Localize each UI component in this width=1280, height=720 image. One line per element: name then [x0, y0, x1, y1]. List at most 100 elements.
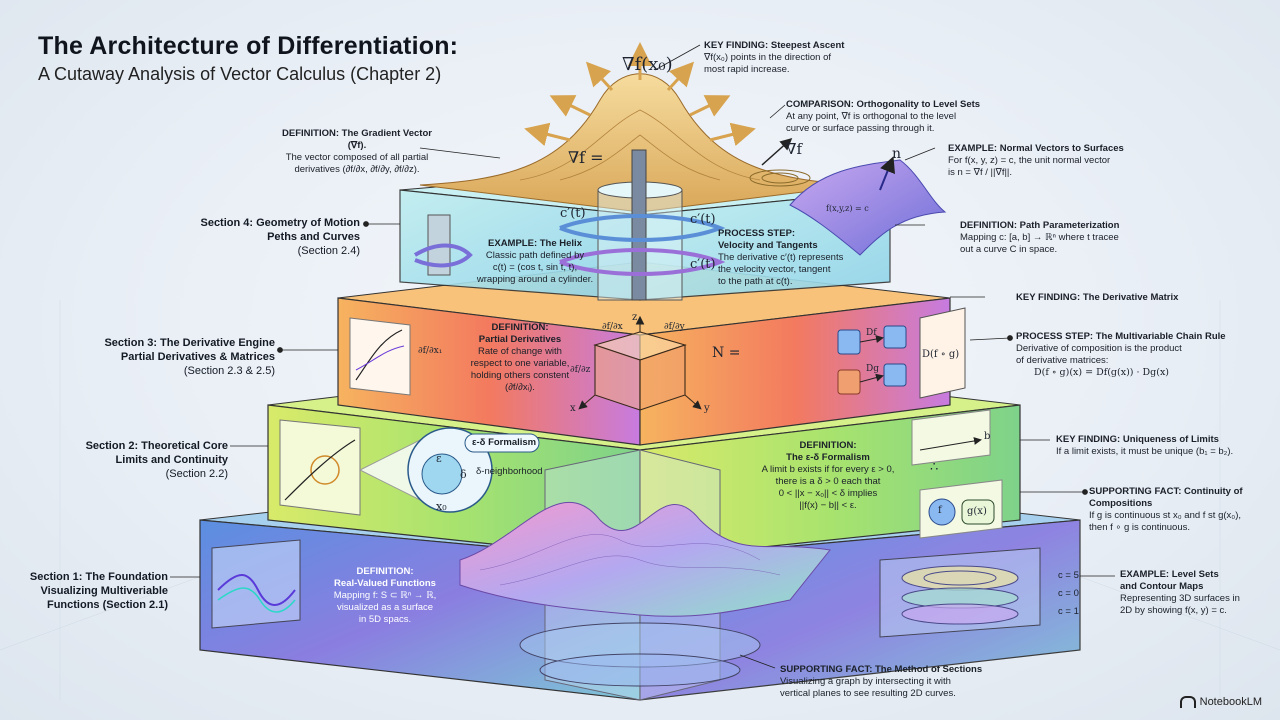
inner-heading-2: Partial Derivatives: [478, 334, 562, 345]
callout-orthogonality: COMPARISON: Orthogonality to Level Sets …: [786, 99, 1001, 135]
section-3-label: Section 3: The Derivative Engine Partial…: [70, 336, 275, 378]
callout-gradient-definition: DEFINITION: The Gradient Vector (∇f). Th…: [282, 128, 432, 176]
velocity-label-3: c′(t): [690, 257, 716, 272]
gradient-surface-top: [419, 42, 861, 213]
callout-line: then f ∘ g is continuous.: [1089, 522, 1191, 533]
callout-line: curve or surface passing through it.: [786, 123, 935, 134]
f-box-label: f: [938, 505, 942, 516]
section-2-subtitle: Limits and Continuity: [115, 454, 228, 466]
epsilon-delta-graphics: [279, 409, 1003, 539]
callout-line: out a curve C in space.: [960, 244, 1058, 255]
inner-epsdelta-note: DEFINITION: The ε-δ Formalism A limit b …: [748, 440, 908, 512]
partial-derivative-cube: [578, 315, 702, 411]
page-subtitle: A Cutaway Analysis of Vector Calculus (C…: [38, 64, 442, 84]
inner-line: to the path at c(t).: [718, 276, 793, 287]
inner-line: ||f(x) − b|| < ε.: [799, 500, 857, 511]
Df-label: Df: [866, 328, 877, 338]
epsilon-label: ε: [436, 452, 442, 465]
inner-line: A limit b exists if for every ε > 0,: [761, 464, 895, 475]
axis-z-label: z: [632, 312, 638, 323]
callout-line: For f(x, y, z) = c, the unit normal vect…: [948, 155, 1111, 166]
real-valued-function-graph: [211, 539, 301, 629]
callout-line: 2D by showing f(x, y) = c.: [1120, 605, 1227, 616]
section-2-ref: (Section 2.2): [165, 468, 228, 480]
callout-heading: PROCESS STEP: The Multivariable Chain Ru…: [1016, 331, 1226, 342]
velocity-label-1: c′(t): [560, 206, 586, 221]
contour-c5-label: c = 5: [1058, 570, 1079, 581]
callout-line: Representing 3D surfaces in: [1120, 593, 1240, 604]
section-3-subtitle: Partial Derivatives & Matrices: [120, 351, 275, 363]
gradient-top-label: ∇f(x₀): [622, 54, 673, 75]
callout-heading: DEFINITION: Path Parameterization: [960, 220, 1120, 231]
method-of-sections-surface: [459, 449, 831, 701]
gradient-f-label: ∇f: [786, 140, 803, 158]
axis-x-label: x: [570, 403, 576, 414]
inner-helix-note: EXAMPLE: The Helix Classic path defined …: [470, 238, 600, 286]
therefore-symbol: ∴: [930, 460, 939, 475]
delta-neighborhood-label: δ-neighborhood: [476, 466, 543, 477]
callout-line: derivatives (∂f/∂x, ∂f/∂y, ∂f/∂z).: [294, 164, 420, 175]
callout-line: vertical planes to see resulting 2D curv…: [780, 688, 956, 699]
partial-dfdy-label: ∂f/∂y: [664, 322, 685, 332]
callout-normal-vectors: EXAMPLE: Normal Vectors to Surfaces For …: [948, 143, 1158, 179]
Dg-label: Dg: [866, 364, 879, 374]
callout-derivative-matrix: KEY FINDING: The Derivative Matrix: [1016, 292, 1216, 304]
inner-line: in 5D spacs.: [358, 614, 412, 625]
inner-line: there is a δ > 0 each that: [775, 476, 881, 487]
callout-line: Visualizing a graph by intersecting it w…: [780, 676, 951, 687]
axis-y-label: y: [704, 403, 710, 414]
inner-heading: DEFINITION:: [799, 440, 857, 451]
section-3-title: Section 3: The Derivative Engine: [104, 337, 275, 349]
normal-n-label: n: [892, 146, 902, 162]
callout-line: Mapping c: [a, b] → ℝⁿ where t tracee: [960, 232, 1119, 243]
contour-c0-label: c = 0: [1058, 588, 1079, 599]
eps-delta-bubble: ε-δ Formalism: [472, 437, 537, 448]
callout-line: is n = ∇f / ||∇f||.: [948, 167, 1013, 178]
inner-line: wrapping around a cylinder.: [476, 274, 594, 285]
callout-line: ∇f(x₀) points in the direction of: [704, 52, 831, 63]
velocity-label-2: c′(t): [690, 212, 716, 227]
callout-chain-rule: PROCESS STEP: The Multivariable Chain Ru…: [1016, 331, 1236, 379]
inner-partials-note: DEFINITION: Partial Derivatives Rate of …: [460, 322, 580, 394]
normal-vector-surface: [789, 156, 947, 256]
contour-c1-label: c = 1: [1058, 606, 1079, 617]
callout-line: The vector composed of all partial: [285, 152, 429, 163]
inner-velocity-note: PROCESS STEP: Velocity and Tangents The …: [718, 228, 858, 288]
chain-rule-boxes: [837, 307, 966, 399]
inner-line: 0 < ||x − x₀|| < δ implies: [778, 488, 878, 499]
callout-heading: SUPPORTING FACT: Continuity of Compositi…: [1089, 486, 1243, 509]
callout-steepest-ascent: KEY FINDING: Steepest Ascent ∇f(x₀) poin…: [704, 40, 884, 76]
callout-continuity-of-compositions: SUPPORTING FACT: Continuity of Compositi…: [1089, 486, 1279, 534]
inner-heading: EXAMPLE: The Helix: [488, 238, 582, 249]
delta-label: δ: [460, 468, 467, 481]
inner-line: the velocity vector, tangent: [718, 264, 831, 275]
inner-line: visualized as a surface: [336, 602, 434, 613]
section-1-title: Section 1: The Foundation: [29, 571, 168, 583]
callout-path-parameterization: DEFINITION: Path Parameterization Mappin…: [960, 220, 1160, 256]
callout-heading-2: and Contour Maps: [1120, 581, 1204, 592]
inner-line: Classic path defined by: [485, 250, 585, 261]
page-title: The Architecture of Differentiation:: [38, 32, 459, 60]
brand-name: NotebookLM: [1199, 696, 1262, 708]
x0-label: x₀: [436, 500, 447, 513]
partial-derivative-graph: [349, 317, 411, 396]
callout-heading: COMPARISON: Orthogonality to Level Sets: [786, 99, 981, 110]
callout-level-sets: EXAMPLE: Level Sets and Contour Maps Rep…: [1120, 569, 1270, 617]
section-4-ref: (Section 2.4): [297, 245, 360, 257]
inner-heading: DEFINITION:: [356, 566, 414, 577]
inner-heading: DEFINITION:: [491, 322, 549, 333]
callout-heading: DEFINITION: The Gradient Vector (∇f).: [282, 128, 432, 151]
inner-line: holding others constent: [470, 370, 570, 381]
callout-line: most rapid increase.: [704, 64, 790, 75]
callout-line: If a limit exists, it must be unique (b₁…: [1056, 446, 1234, 457]
callout-heading: SUPPORTING FACT: The Method of Sections: [780, 664, 983, 675]
inner-line: (∂f/∂xᵢ).: [505, 382, 535, 393]
callout-line: At any point, ∇f is orthogonal to the le…: [786, 111, 957, 122]
inner-line: Mapping f: S ⊂ ℝⁿ → ℝ,: [333, 590, 437, 601]
section-1-label: Section 1: The Foundation Visualizing Mu…: [10, 570, 168, 612]
section-4-title: Section 4: Geometry of Motion: [200, 217, 360, 229]
notebook-icon: [1179, 696, 1196, 708]
section-3-ref: (Section 2.3 & 2.5): [183, 365, 275, 377]
gx-label: g(x): [967, 506, 987, 517]
